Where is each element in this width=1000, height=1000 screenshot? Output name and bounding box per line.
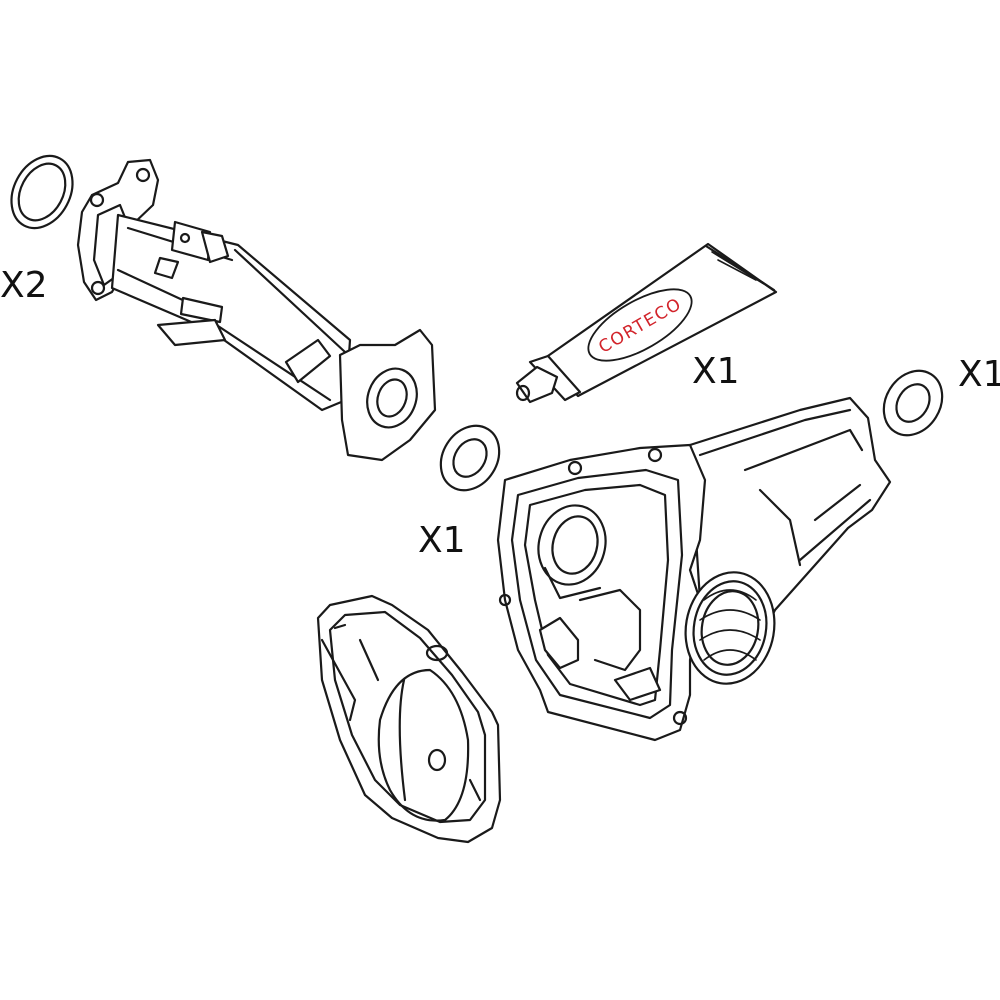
rear-cover xyxy=(316,594,502,844)
shaft-seal-right xyxy=(882,369,944,437)
differential-housing xyxy=(496,396,892,742)
o-ring-quantity-label: X2 xyxy=(0,265,48,306)
shaft-seal-left xyxy=(439,424,501,492)
sealant-tube-quantity-label: X1 xyxy=(692,351,740,392)
shaft-seal-right-quantity-label: X1 xyxy=(958,354,1000,395)
o-ring xyxy=(10,154,74,230)
brand-label-oval xyxy=(587,288,693,362)
shaft-seal-left-quantity-label: X1 xyxy=(418,520,466,561)
axle-tube-housing xyxy=(76,158,437,462)
sealant-tube: CORTECO xyxy=(515,242,778,404)
